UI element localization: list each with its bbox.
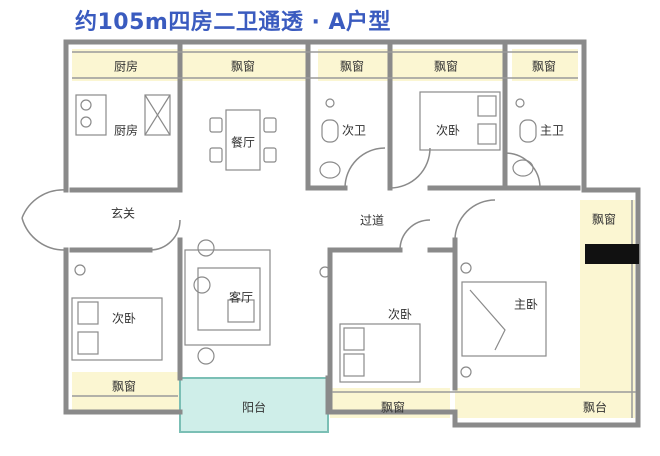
label-bay-window-1: 飘窗 — [230, 59, 256, 74]
bay-window-1-area — [180, 49, 306, 81]
window-lines — [72, 51, 636, 418]
label-bedroom-left: 次卧 — [111, 311, 137, 326]
label-bay-window-bottom-left: 飘窗 — [111, 379, 137, 394]
page-title: 约105m四房二卫通透 · A户型 — [75, 10, 392, 35]
label-corridor: 过道 — [359, 213, 385, 228]
living-furniture — [74, 239, 472, 378]
doors — [21, 147, 541, 251]
bath-fixtures — [319, 98, 537, 179]
label-balcony: 阳台 — [241, 400, 267, 415]
bay-window-3-area — [388, 49, 506, 81]
bay-window-2-area — [318, 49, 388, 81]
bay-window-fills — [72, 49, 635, 418]
beds — [71, 91, 547, 383]
label-bay-window-4: 飘窗 — [531, 59, 557, 74]
label-bay-window-right: 飘窗 — [591, 212, 617, 227]
door-arc-bedroom2 — [389, 147, 431, 189]
kitchen-window-area — [72, 49, 180, 81]
label-foyer: 玄关 — [110, 206, 136, 221]
label-bay-window-2: 飘窗 — [339, 59, 365, 74]
label-kitchen-window: 厨房 — [113, 59, 139, 74]
bay-window-4-area — [512, 49, 578, 81]
bay-balcony-right-area — [455, 388, 580, 418]
label-master-bath: 主卫 — [539, 123, 565, 138]
bay-window-right-area — [580, 200, 635, 418]
label-bath2: 次卫 — [341, 123, 367, 138]
label-kitchen: 厨房 — [113, 123, 139, 138]
label-dining: 餐厅 — [230, 135, 256, 150]
label-bay-window-3: 飘窗 — [433, 59, 459, 74]
label-bay-window-bottom-mid: 飘窗 — [380, 400, 406, 415]
kitchen-furniture — [75, 94, 171, 136]
bay-window-bottom-left-area — [72, 372, 180, 412]
wall-panel — [585, 244, 639, 264]
label-living: 客厅 — [228, 290, 254, 305]
label-bedroom-mid: 次卧 — [387, 307, 413, 322]
label-master-bedroom: 主卧 — [513, 297, 539, 312]
door-arc-entrance — [21, 189, 67, 219]
door-arc-bath2 — [344, 147, 386, 189]
dining-table — [209, 109, 277, 171]
walls — [63, 39, 641, 428]
label-bedroom2: 次卧 — [435, 123, 461, 138]
door-arc-masterbath — [504, 152, 541, 189]
label-balcony-right: 飘台 — [582, 400, 608, 415]
